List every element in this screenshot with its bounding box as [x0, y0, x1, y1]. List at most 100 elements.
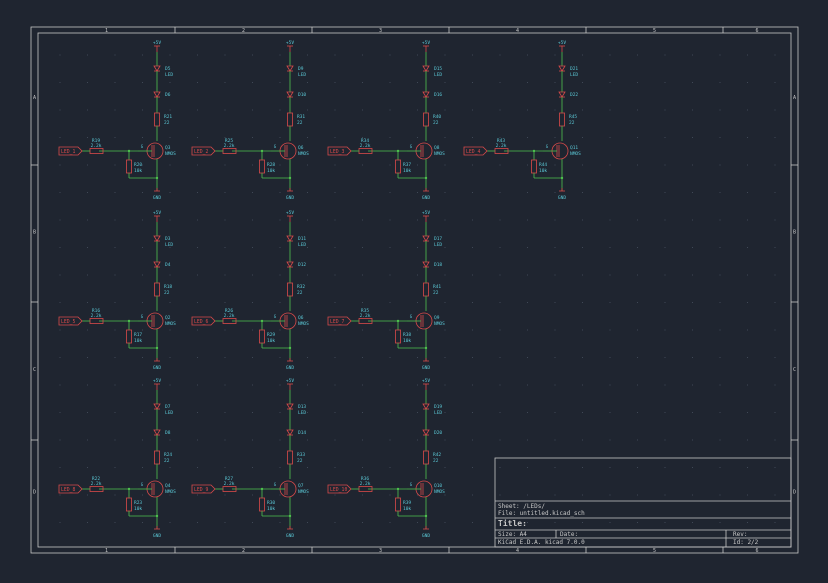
grid-dot: [224, 384, 226, 386]
grid-dot: [499, 247, 501, 248]
grid-dot: [527, 494, 528, 496]
grid-dot: [114, 522, 116, 523]
gnd-label: GND: [558, 195, 566, 201]
grid-dot: [774, 522, 776, 523]
grid-dot: [197, 494, 198, 496]
led-ref: D10: [298, 92, 306, 98]
grid-dot: [224, 494, 226, 496]
column-marker: 6: [755, 548, 758, 554]
grid-dot: [224, 522, 226, 523]
led-driver-cell-8[interactable]: +5VD7LEDD8R2422Q4NMOSGR222.2kLED_8R2310k…: [58, 378, 176, 539]
net-label[interactable]: LED_8: [58, 484, 83, 494]
grid-dot: [719, 109, 721, 111]
net-label[interactable]: LED_7: [327, 316, 352, 326]
grid-dot: [362, 467, 363, 468]
resistor-ref: R28: [267, 162, 275, 168]
grid-dot: [252, 494, 253, 496]
grid-dot: [719, 467, 721, 468]
led-driver-cell-10[interactable]: +5VD19LEDD20R4222Q10NMOSGR362.2kLED_10R3…: [327, 378, 445, 539]
grid-dot: [417, 192, 418, 193]
resistor-icon: [287, 112, 293, 127]
led-driver-cell-4[interactable]: +5VD21LEDD22R4522Q11NMOSGR432.2kLED_4R44…: [463, 40, 581, 201]
grid-dot: [252, 164, 253, 166]
grid-dot: [499, 384, 501, 386]
grid-dot: [307, 192, 308, 193]
net-label[interactable]: LED_2: [191, 146, 216, 156]
net-label[interactable]: LED_4: [463, 146, 488, 156]
resistor-ref: R21: [164, 114, 172, 120]
resistor-ref: R42: [433, 452, 441, 458]
grid-dot: [252, 219, 253, 221]
net-label[interactable]: LED_9: [191, 484, 216, 494]
resistor-icon: [259, 159, 265, 174]
grid-dot: [444, 192, 446, 193]
grid-dot: [307, 219, 308, 221]
grid-dot: [417, 164, 418, 166]
led-driver-cell-5[interactable]: +5VD3LEDD4R1822Q2NMOSGR162.2kLED_5R1710k…: [58, 210, 176, 371]
grid-dot: [87, 219, 88, 221]
grid-dot: [692, 247, 693, 248]
grid-dot: [362, 329, 363, 331]
grid-dot: [114, 192, 116, 193]
grid-dot: [334, 192, 336, 193]
grid-dot: [774, 137, 776, 138]
grid-dot: [444, 412, 446, 413]
grid-dot: [224, 357, 226, 358]
grid-dot: [197, 164, 198, 166]
led-value: LED: [434, 242, 442, 248]
grid-dot: [87, 439, 88, 441]
grid-dot: [444, 302, 446, 303]
grid-dot: [582, 467, 583, 468]
grid-dot: [747, 109, 748, 111]
resistor-value: 10k: [267, 506, 275, 512]
resistor-ref: R26: [225, 308, 233, 314]
grid-dot: [307, 384, 308, 386]
resistor-ref: R34: [361, 138, 369, 144]
net-label[interactable]: LED_5: [58, 316, 83, 326]
resistor-ref: R35: [361, 308, 369, 314]
grid-dot: [527, 192, 528, 193]
net-label[interactable]: LED_3: [327, 146, 352, 156]
grid-dot: [692, 467, 693, 468]
led-driver-cell-7[interactable]: +5VD17LEDD18R4122Q9NMOSGR352.2kLED_7R381…: [327, 210, 445, 371]
grid-dot: [169, 494, 171, 496]
net-label[interactable]: LED_6: [191, 316, 216, 326]
grid-dot: [389, 137, 391, 138]
grid-dot: [527, 54, 528, 56]
grid-dot: [389, 109, 391, 111]
resistor-ref: R41: [433, 284, 441, 290]
resistor-ref: R23: [134, 500, 142, 506]
grid-dot: [59, 357, 61, 358]
led-driver-cell-6[interactable]: +5VD11LEDD12R3222Q6NMOSGR262.2kLED_6R291…: [191, 210, 309, 371]
led-driver-cell-2[interactable]: +5VD9LEDD10R3122Q6NMOSGR252.2kLED_2R2810…: [191, 40, 309, 201]
grid-dot: [747, 494, 748, 496]
column-marker: 1: [105, 548, 108, 554]
led-driver-cell-3[interactable]: +5VD15LEDD16R4022Q8NMOSGR342.2kLED_3R371…: [327, 40, 445, 201]
led-driver-cell-1[interactable]: +5VD5LEDD6R2122Q3NMOSGR192.2kLED_1R2010k…: [58, 40, 176, 201]
grid-dot: [637, 494, 638, 496]
resistor-icon: [154, 282, 160, 297]
led-ref: D17: [434, 236, 442, 242]
grid-dot: [554, 467, 556, 468]
led-driver-cell-9[interactable]: +5VD13LEDD14R3322Q7NMOSGR272.2kLED_9R301…: [191, 378, 309, 539]
grid-dot: [197, 467, 198, 468]
grid-dot: [169, 439, 171, 441]
grid-dot: [719, 274, 721, 276]
grid-dot: [169, 384, 171, 386]
led-icon: [422, 429, 430, 436]
resistor-value: 10k: [403, 168, 411, 174]
resistor-icon: [287, 282, 293, 297]
resistor-value: 10k: [539, 168, 547, 174]
led-ref: D3: [165, 236, 171, 242]
grid-dot: [554, 192, 556, 193]
led-ref: D5: [165, 66, 171, 72]
net-label-text: LED_3: [330, 149, 345, 155]
led-ref: D8: [165, 430, 171, 436]
net-label[interactable]: LED_10: [327, 484, 352, 494]
grid-dot: [444, 247, 446, 248]
grid-dot: [87, 357, 88, 358]
net-label[interactable]: LED_1: [58, 146, 83, 156]
grid-dot: [527, 439, 528, 441]
grid-dot: [142, 467, 143, 468]
